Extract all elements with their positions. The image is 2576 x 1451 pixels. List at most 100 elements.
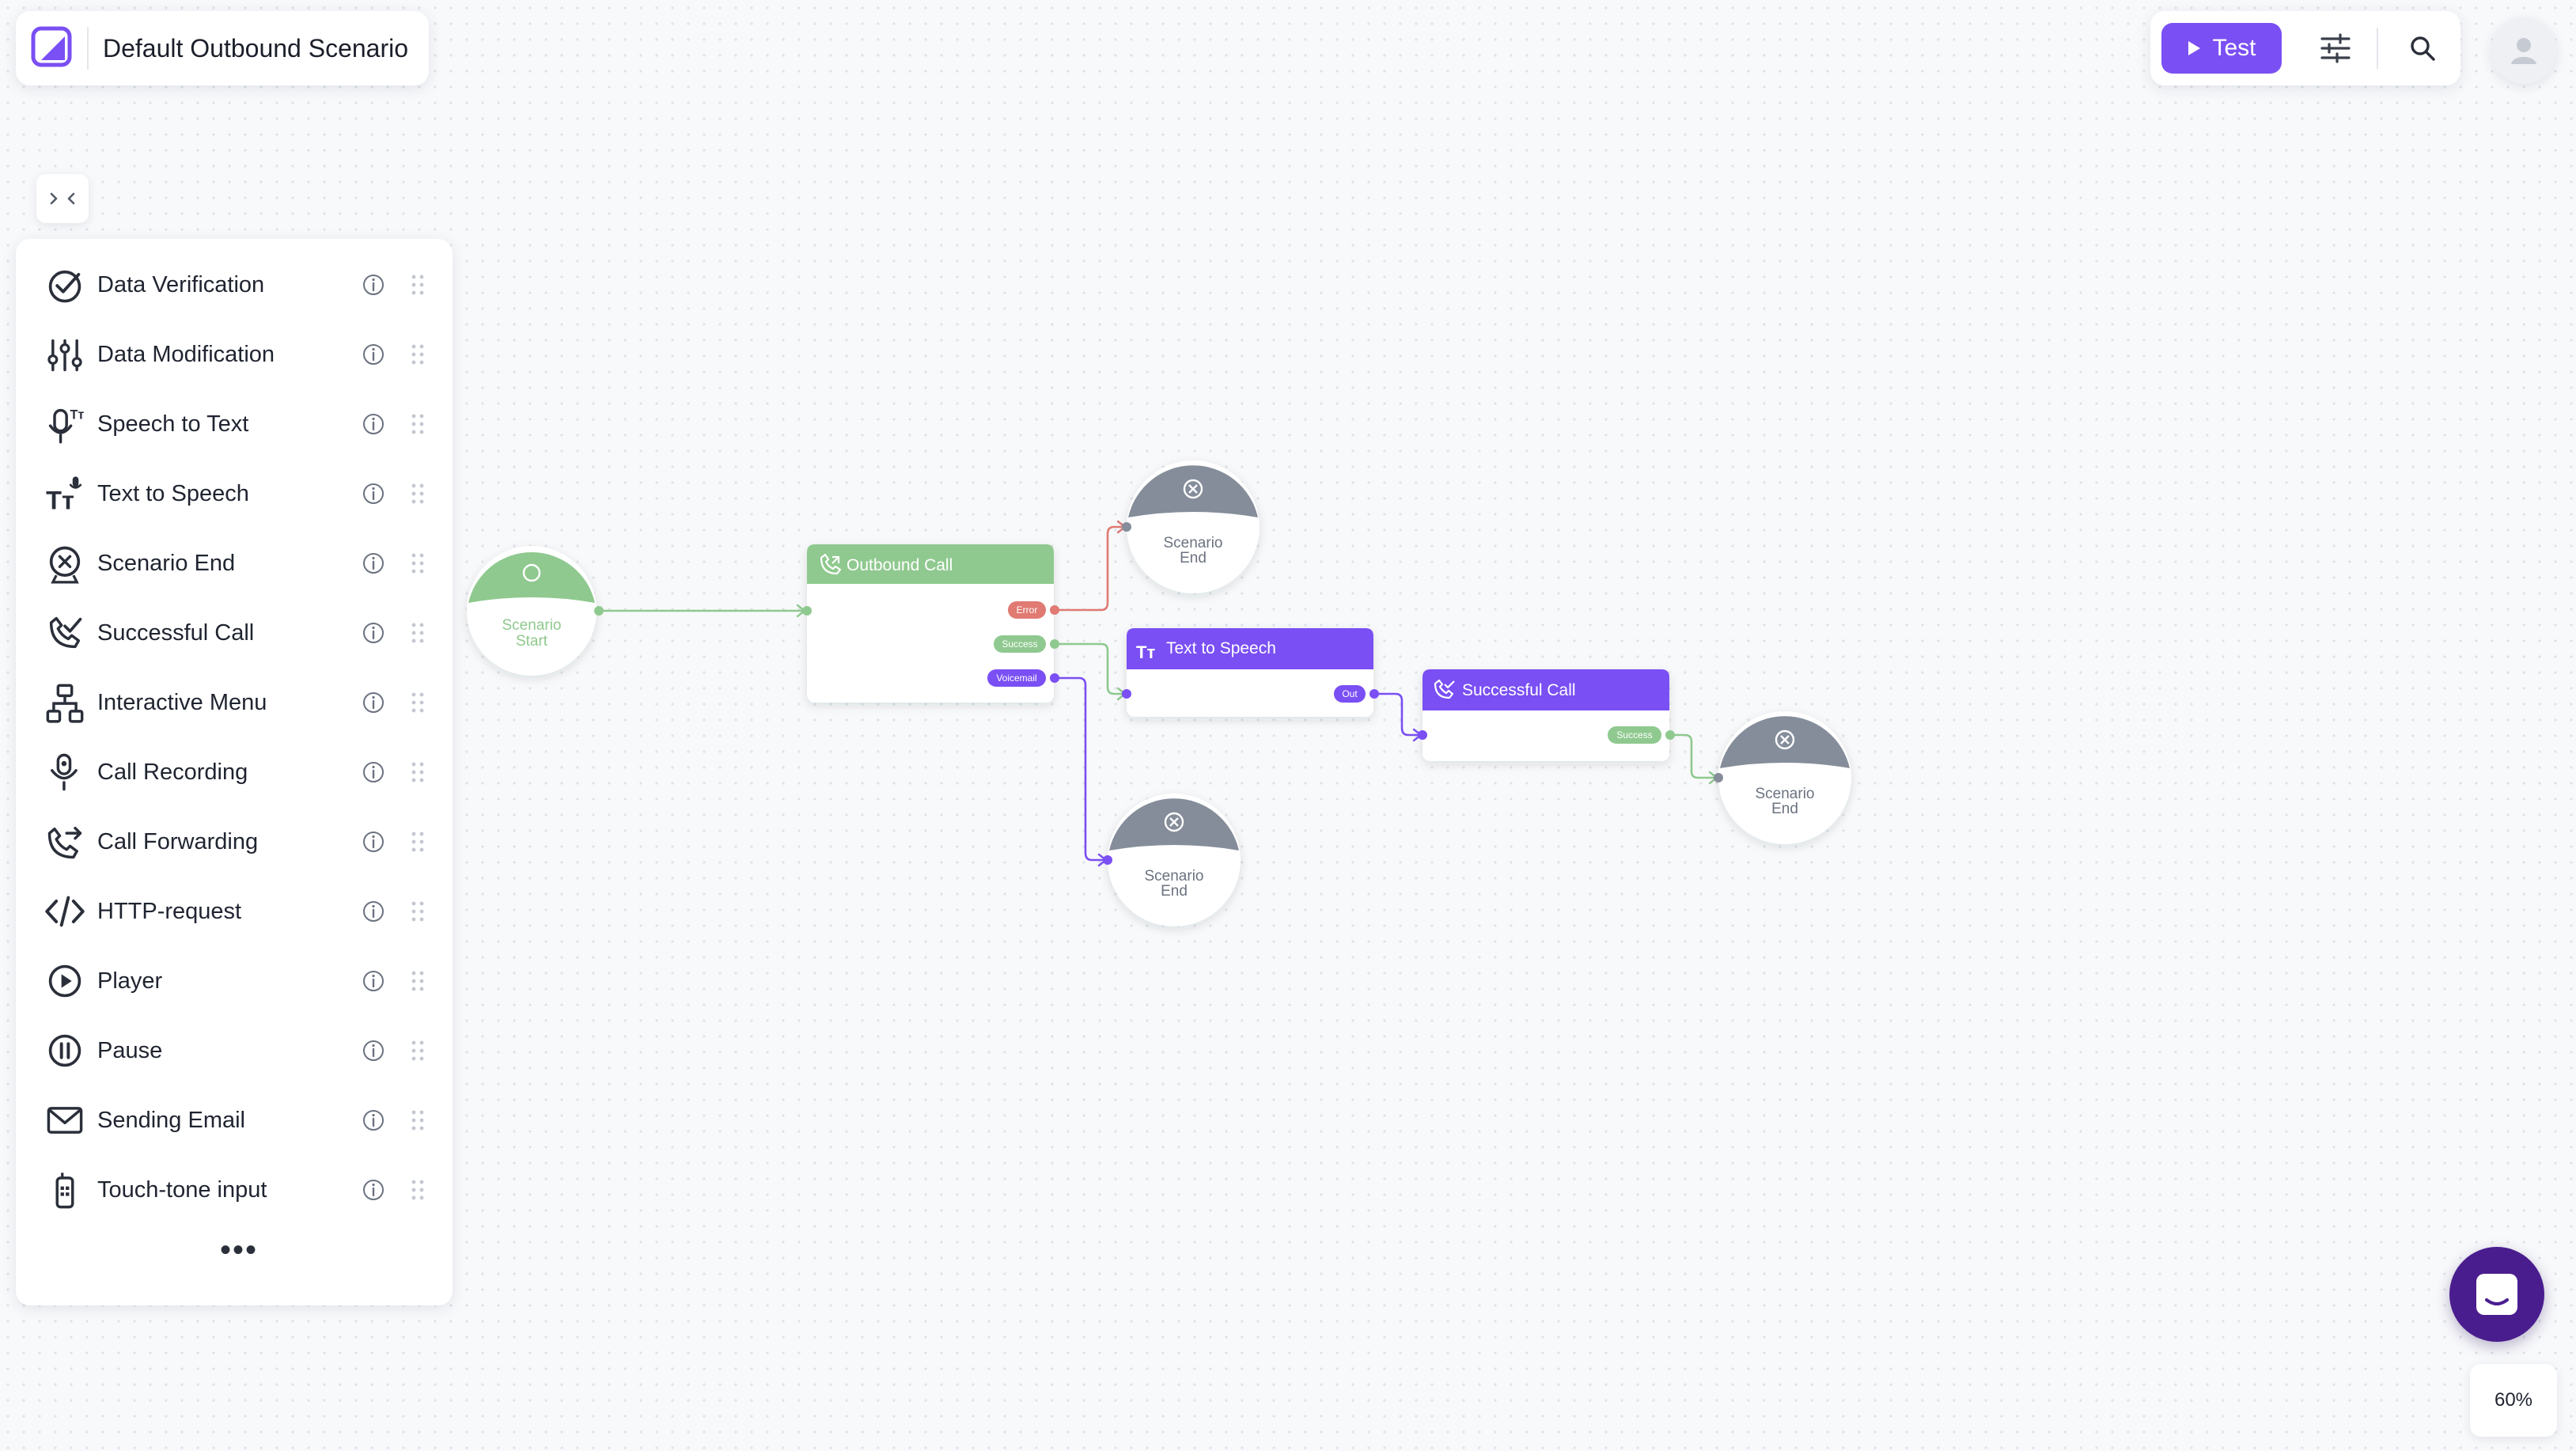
node-scenario-end-top[interactable]: Scenario End xyxy=(1122,460,1260,593)
sidebar-item-touch-tone-input[interactable]: Touch-tone input xyxy=(16,1155,453,1225)
zoom-level[interactable]: 60% xyxy=(2470,1364,2557,1437)
sidebar-item-scenario-end[interactable]: Scenario End xyxy=(16,528,453,598)
start-icon xyxy=(522,563,541,582)
sidebar-item-label: Successful Call xyxy=(97,619,255,646)
drag-handle-icon[interactable] xyxy=(410,691,426,714)
sidebar-item-label: HTTP-request xyxy=(97,898,242,924)
page-title[interactable]: Default Outbound Scenario xyxy=(103,33,409,63)
sidebar-item-label: Scenario End xyxy=(97,550,236,576)
start-label-line1: Scenario xyxy=(502,617,562,634)
info-icon[interactable] xyxy=(361,690,386,715)
end-top-label-line1: Scenario xyxy=(1164,535,1223,551)
sidebar-item-label: Sending Email xyxy=(97,1107,245,1133)
info-icon[interactable] xyxy=(361,899,386,924)
sidebar-item-interactive-menu[interactable]: Interactive Menu xyxy=(16,668,453,737)
drag-handle-icon[interactable] xyxy=(410,1108,426,1132)
info-icon[interactable] xyxy=(361,1177,386,1203)
sidebar-item-http-request[interactable]: HTTP-request xyxy=(16,877,453,946)
drag-handle-icon[interactable] xyxy=(410,900,426,923)
info-icon[interactable] xyxy=(361,1038,386,1063)
sidebar-item-call-forwarding[interactable]: Call Forwarding xyxy=(16,807,453,877)
edge-success-to-tts xyxy=(1055,642,1125,695)
drag-handle-icon[interactable] xyxy=(410,760,426,784)
sidebar-item-data-verification[interactable]: Data Verification xyxy=(16,250,453,320)
more-components-button[interactable]: ••• xyxy=(220,1233,259,1267)
outbound-call-title: Outbound Call xyxy=(847,556,953,574)
pause-circle-icon xyxy=(48,1034,81,1067)
end-right-label-line2: End xyxy=(1771,801,1798,817)
drag-handle-icon[interactable] xyxy=(410,412,426,436)
node-scenario-end-bottom[interactable]: Scenario End xyxy=(1103,794,1241,926)
node-text-to-speech[interactable]: Tт Text to Speech Out xyxy=(1122,628,1379,717)
start-label-line2: Start xyxy=(516,633,548,650)
close-circle-icon xyxy=(1775,729,1795,750)
info-icon[interactable] xyxy=(361,968,386,994)
sidebar-item-successful-call[interactable]: Successful Call xyxy=(16,598,453,668)
phone-check-icon xyxy=(49,616,82,649)
close-circle-icon xyxy=(1164,812,1184,832)
drag-handle-icon[interactable] xyxy=(410,551,426,575)
user-avatar[interactable] xyxy=(2491,17,2557,84)
close-circle-icon xyxy=(49,546,81,584)
info-icon[interactable] xyxy=(361,481,386,506)
drag-handle-icon[interactable] xyxy=(410,482,426,506)
collapse-sidebar-button[interactable] xyxy=(36,174,89,223)
sidebar-item-sending-email[interactable]: Sending Email xyxy=(16,1085,453,1155)
info-icon[interactable] xyxy=(361,829,386,854)
port-success-label: Success xyxy=(1002,638,1037,650)
end-top-label-line2: End xyxy=(1180,550,1207,566)
sidebar-item-speech-to-text[interactable]: Tт Speech to Text xyxy=(16,389,453,459)
top-toolbar: Test xyxy=(2150,11,2460,85)
edge-success-call-to-end xyxy=(1669,733,1717,779)
chat-icon xyxy=(2476,1274,2517,1315)
node-scenario-start[interactable]: Scenario Start xyxy=(467,546,604,676)
settings-button[interactable] xyxy=(2312,25,2359,72)
edge-tts-to-success-call xyxy=(1374,692,1421,737)
info-icon[interactable] xyxy=(361,411,386,437)
info-icon[interactable] xyxy=(361,1108,386,1133)
sidebar-item-pause[interactable]: Pause xyxy=(16,1016,453,1085)
info-icon[interactable] xyxy=(361,342,386,367)
test-button[interactable]: Test xyxy=(2161,23,2282,74)
record-icon xyxy=(51,753,78,791)
sidebar-item-label: Pause xyxy=(97,1037,163,1063)
svg-text:Tт: Tт xyxy=(70,408,85,422)
edge-voicemail-to-end xyxy=(1055,676,1106,862)
phone-check-icon xyxy=(1434,679,1455,699)
port-voicemail-label: Voicemail xyxy=(996,672,1036,684)
sidebar-item-label: Data Verification xyxy=(97,271,265,297)
search-button[interactable] xyxy=(2399,25,2446,72)
phone-keypad-icon xyxy=(55,1173,74,1209)
mic-text-icon: Tт xyxy=(48,408,85,444)
phone-forward-icon xyxy=(47,826,82,859)
sidebar-item-label: Call Forwarding xyxy=(97,828,259,854)
node-outbound-call[interactable]: Outbound Call Error Success Voicemail xyxy=(802,544,1059,703)
sidebar-item-label: Text to Speech xyxy=(97,480,249,506)
sidebar-item-call-recording[interactable]: Call Recording xyxy=(16,737,453,807)
info-icon[interactable] xyxy=(361,620,386,646)
sidebar-item-data-modification[interactable]: Data Modification xyxy=(16,320,453,389)
node-scenario-end-right[interactable]: Scenario End xyxy=(1714,711,1851,844)
svg-text:Tт: Tт xyxy=(46,487,74,515)
sidebar-item-label: Speech to Text xyxy=(97,411,249,437)
drag-handle-icon[interactable] xyxy=(410,969,426,993)
sidebar-item-player[interactable]: Player xyxy=(16,946,453,1016)
info-icon[interactable] xyxy=(361,272,386,297)
drag-handle-icon[interactable] xyxy=(410,1039,426,1063)
info-icon[interactable] xyxy=(361,760,386,785)
check-circle-icon xyxy=(48,270,81,303)
test-button-label: Test xyxy=(2212,35,2256,61)
drag-handle-icon[interactable] xyxy=(410,273,426,297)
code-icon xyxy=(45,896,85,927)
port-error-label: Error xyxy=(1017,604,1038,616)
info-icon[interactable] xyxy=(361,551,386,576)
drag-handle-icon[interactable] xyxy=(410,343,426,366)
sidebar-item-text-to-speech[interactable]: Tт Text to Speech xyxy=(16,459,453,528)
drag-handle-icon[interactable] xyxy=(410,830,426,854)
drag-handle-icon[interactable] xyxy=(410,621,426,645)
sidebar-item-label: Player xyxy=(97,968,163,994)
node-successful-call[interactable]: Successful Call Success xyxy=(1418,669,1675,761)
chat-launcher-button[interactable] xyxy=(2449,1247,2544,1342)
drag-handle-icon[interactable] xyxy=(410,1178,426,1202)
